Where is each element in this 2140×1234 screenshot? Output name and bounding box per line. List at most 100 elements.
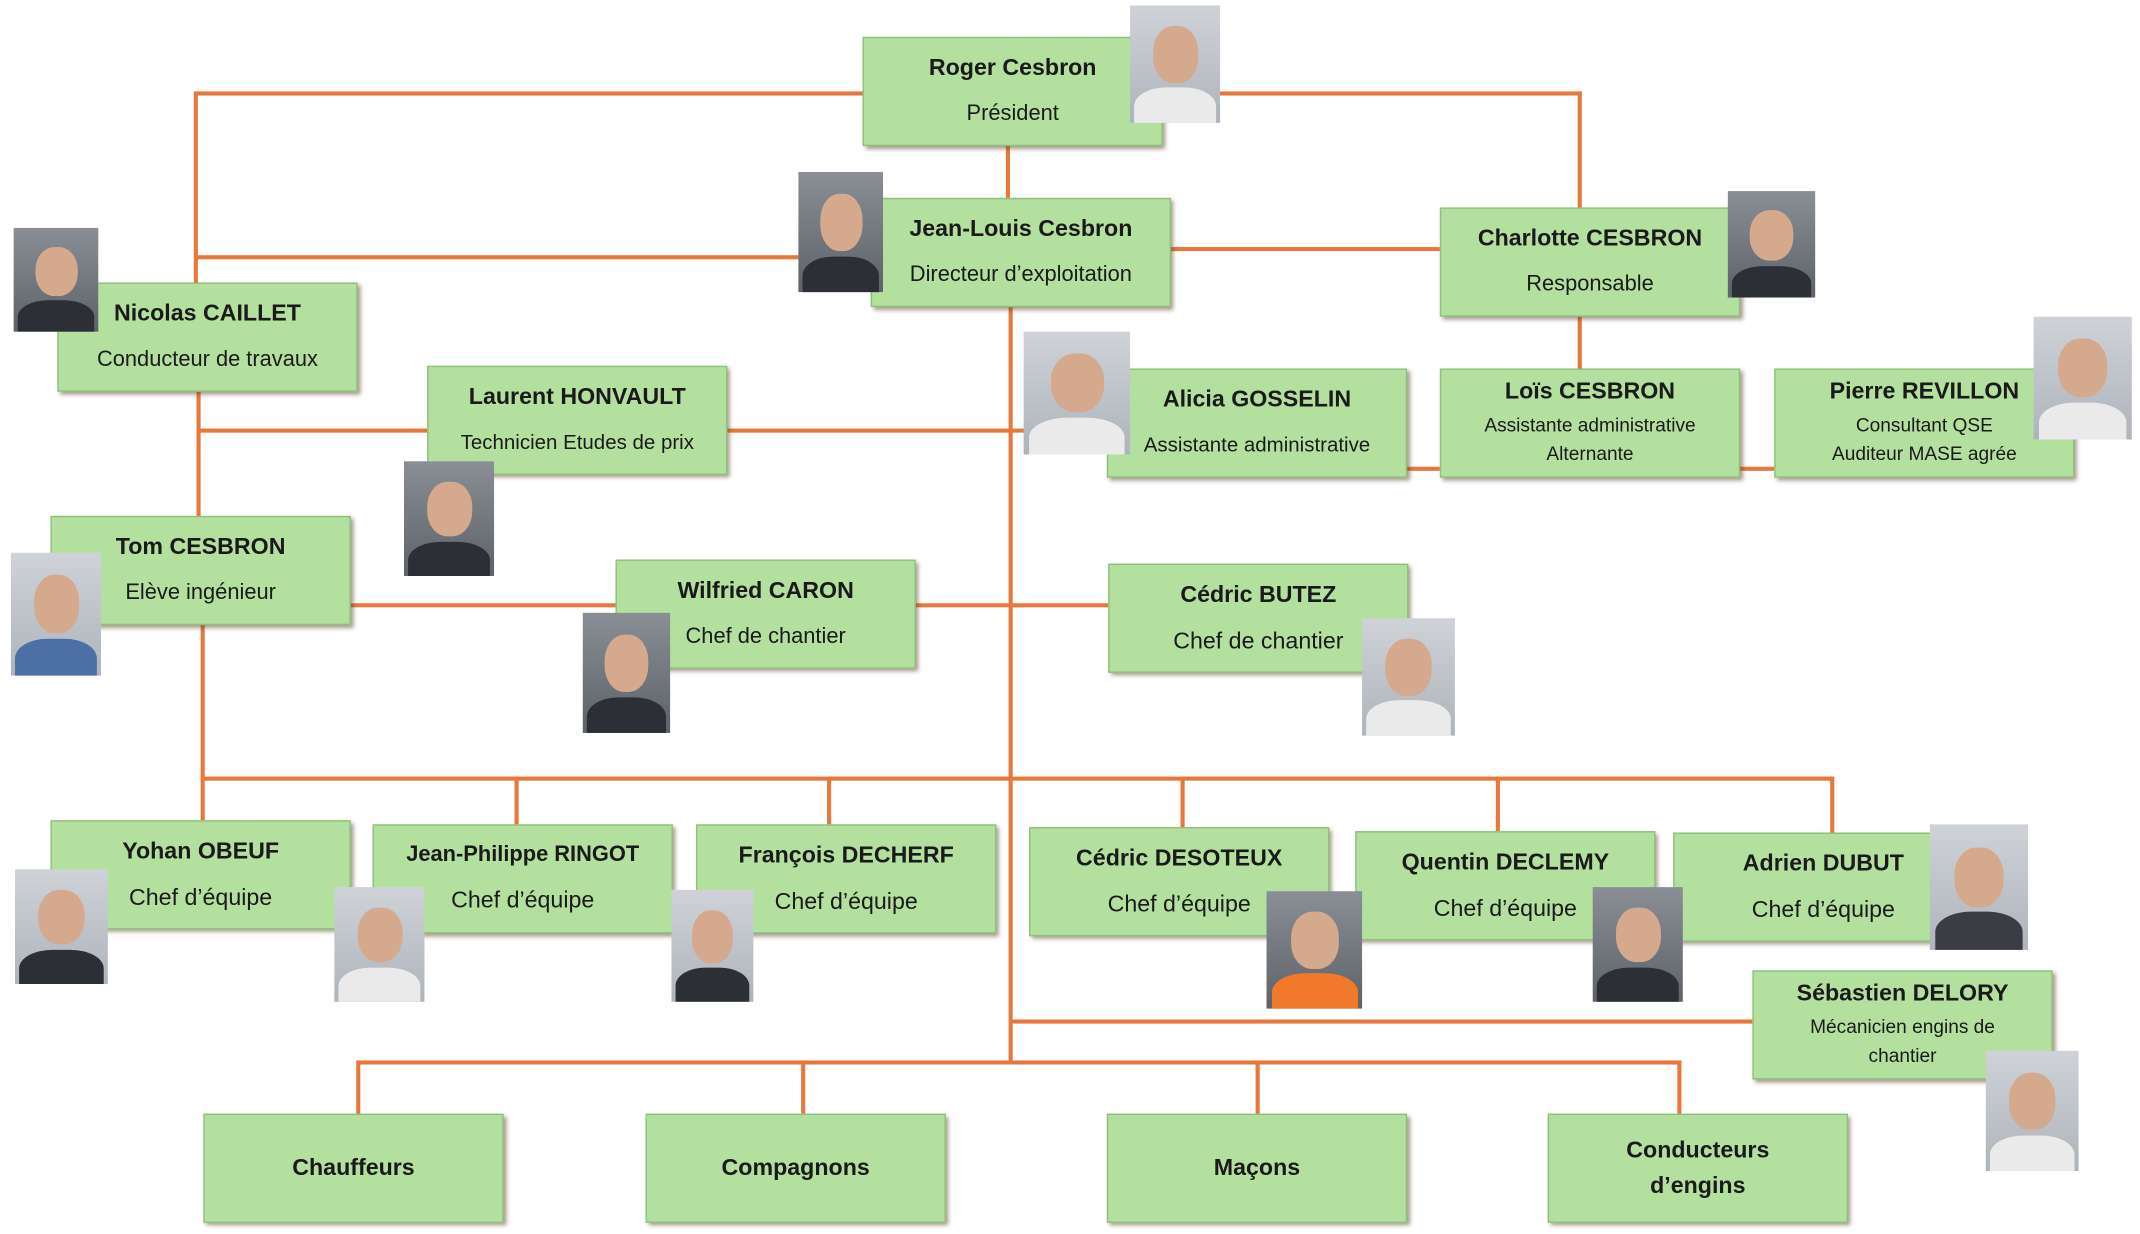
connector: [801, 1060, 806, 1114]
node-role: Technicien Etudes de prix: [460, 431, 694, 455]
node-role: Chef d’équipe: [1107, 891, 1251, 918]
node-name: François DECHERF: [738, 842, 954, 869]
connector: [727, 428, 1107, 433]
group-label-2: d’engins: [1650, 1172, 1746, 1199]
photo-charlotte-cesbron: [1727, 191, 1816, 298]
node-role: Chef de chantier: [685, 625, 846, 649]
connector: [1577, 316, 1582, 369]
node-role: Conducteur de travaux: [96, 348, 318, 372]
node-role: Chef d’équipe: [129, 884, 273, 911]
connector: [1170, 247, 1440, 252]
connector: [195, 91, 863, 96]
photo-roger-cesbron: [1130, 5, 1221, 123]
group-label: Chauffeurs: [292, 1154, 415, 1181]
group-conducteurs-engins: Conducteurs d’engins: [1547, 1113, 1848, 1223]
connector: [197, 428, 428, 433]
node-name: Roger Cesbron: [928, 54, 1097, 81]
photo-nicolas-caillet: [13, 227, 99, 332]
photo-laurent-honvault: [403, 461, 495, 576]
connector: [1255, 1060, 1260, 1114]
photo-quentin-declemy: [1592, 887, 1683, 1002]
photo-francois-decherf: [671, 889, 754, 1002]
photo-cedric-desoteux: [1266, 891, 1363, 1009]
connector: [1008, 307, 1013, 1062]
node-name: Tom CESBRON: [115, 533, 286, 560]
photo-alicia-gosselin: [1023, 331, 1131, 455]
node-name: Loïs CESBRON: [1504, 378, 1676, 404]
node-name: Cédric DESOTEUX: [1076, 844, 1283, 871]
node-role-2: chantier: [1868, 1044, 1937, 1066]
node-laurent-honvault: Laurent HONVAULT Technicien Etudes de pri…: [427, 365, 728, 475]
connector: [1005, 146, 1010, 198]
connector: [514, 776, 519, 825]
node-role: Chef d’équipe: [774, 888, 918, 915]
node-francois-decherf: François DECHERF Chef d’équipe: [696, 824, 997, 934]
node-name: Quentin DECLEMY: [1401, 848, 1610, 875]
connector: [195, 255, 871, 260]
node-role: Mécanicien engins de: [1810, 1015, 1995, 1038]
node-role-2: Alternante: [1546, 442, 1634, 465]
photo-yohan-obeuf: [15, 869, 108, 985]
connector: [1577, 91, 1582, 208]
node-role: Chef d’équipe: [1751, 896, 1895, 923]
connector: [1009, 1019, 1753, 1024]
connector: [1407, 466, 1440, 471]
connector: [915, 603, 1109, 608]
photo-tom-cesbron: [10, 552, 101, 676]
node-name: Cédric BUTEZ: [1180, 581, 1337, 608]
node-name: Yohan OBEUF: [122, 837, 280, 864]
node-role: Président: [966, 102, 1059, 126]
node-role: Chef de chantier: [1173, 627, 1344, 654]
photo-jean-louis-cesbron: [798, 171, 884, 293]
group-label: Conducteurs: [1626, 1136, 1770, 1163]
node-pierre-revillon: Pierre REVILLON Consultant QSE Auditeur MA…: [1774, 368, 2075, 478]
photo-adrien-dubut: [1929, 824, 2029, 950]
node-adrien-dubut: Adrien DUBUT Chef d’équipe: [1673, 832, 1974, 942]
photo-jean-philippe-ringot: [334, 887, 425, 1002]
photo-cedric-butez: [1362, 618, 1455, 736]
group-label: Compagnons: [721, 1154, 870, 1181]
node-role: Elève ingénieur: [125, 581, 276, 605]
node-role: Chef d’équipe: [1433, 895, 1577, 922]
connector: [1495, 776, 1500, 832]
node-role-2: Auditeur MASE agrée: [1831, 442, 2017, 465]
connector: [1162, 91, 1582, 96]
photo-wilfried-caron: [582, 612, 671, 733]
node-role: Assistante administrative: [1484, 413, 1696, 436]
node-name: Alicia GOSSELIN: [1162, 386, 1352, 413]
node-role: Consultant QSE: [1855, 413, 1993, 436]
node-name: Adrien DUBUT: [1742, 850, 1904, 877]
node-name: Wilfried CARON: [677, 577, 854, 604]
connector: [196, 391, 201, 516]
node-role: Assistante administrative: [1143, 434, 1371, 458]
group-chauffeurs: Chauffeurs: [203, 1113, 504, 1223]
connector: [201, 776, 1835, 781]
connector: [356, 1060, 361, 1114]
node-name: Sébastien DELORY: [1796, 979, 2009, 1006]
group-compagnons: Compagnons: [645, 1113, 946, 1223]
group-label: Maçons: [1213, 1154, 1301, 1181]
node-name: Jean-Philippe RINGOT: [406, 843, 640, 867]
node-name: Nicolas CAILLET: [113, 300, 301, 327]
node-role: Chef d’équipe: [451, 887, 595, 914]
connector: [357, 1060, 1682, 1065]
connector: [350, 603, 616, 608]
node-alicia-gosselin: Alicia GOSSELIN Assistante administrative: [1106, 368, 1408, 478]
connector: [1740, 466, 1775, 471]
group-macons: Maçons: [1106, 1113, 1408, 1223]
connector: [200, 625, 205, 821]
photo-sebastien-delory: [1985, 1050, 2079, 1171]
photo-pierre-revillon: [2033, 316, 2132, 440]
node-name: Laurent HONVAULT: [468, 383, 686, 410]
connector: [1677, 1060, 1682, 1114]
node-name: Pierre REVILLON: [1829, 378, 2020, 404]
connector: [1830, 776, 1835, 833]
connector: [827, 776, 832, 825]
node-name: Charlotte CESBRON: [1477, 225, 1703, 252]
connector: [1180, 776, 1185, 828]
